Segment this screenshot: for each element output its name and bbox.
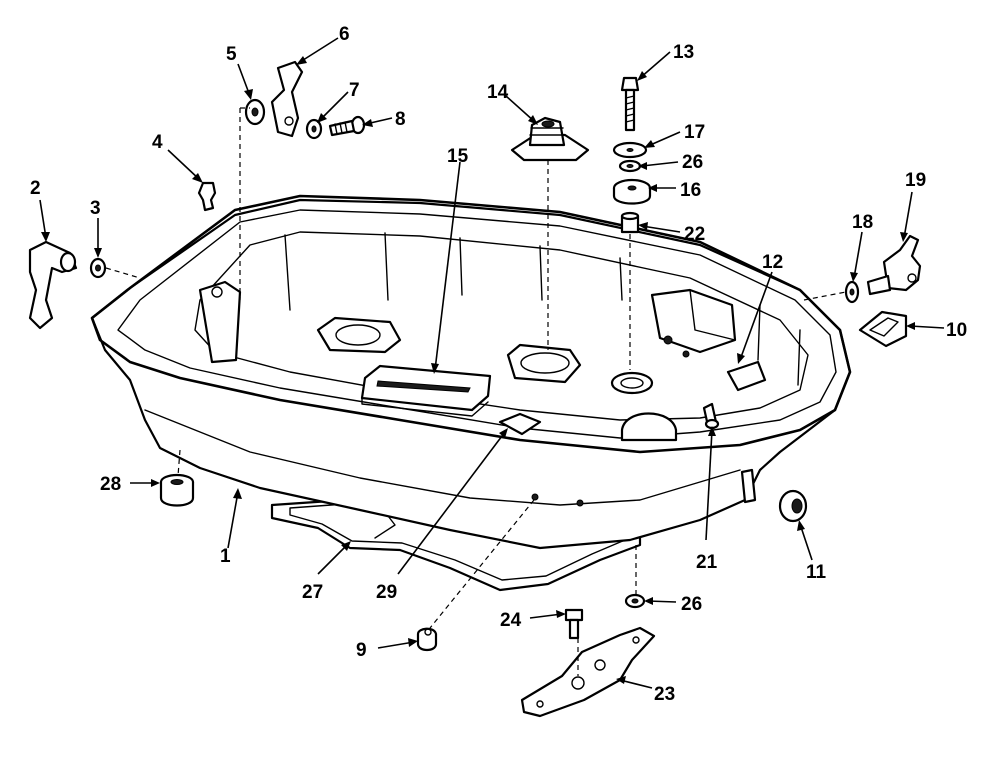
callout-8: 8 <box>395 109 406 130</box>
bolt-part-21 <box>702 402 720 430</box>
washer-part-3 <box>89 257 107 279</box>
callout-24: 24 <box>500 610 522 631</box>
bracket-part-23 <box>520 626 656 718</box>
callout-22: 22 <box>684 224 705 245</box>
screw-part-8 <box>328 115 366 137</box>
leader-lines <box>39 37 945 689</box>
grommet-part-11 <box>778 489 808 523</box>
callout-26-upper: 26 <box>682 152 703 173</box>
callout-labels: 1 2 3 4 5 6 7 8 9 10 11 12 13 14 15 16 1… <box>30 24 967 705</box>
grommet-part-28 <box>159 473 195 507</box>
grommet-part-14 <box>510 116 590 162</box>
bolt-part-24 <box>564 608 584 640</box>
callout-15: 15 <box>447 146 469 167</box>
callout-17: 17 <box>684 122 705 143</box>
callout-13: 13 <box>673 42 694 63</box>
callout-2: 2 <box>30 178 41 199</box>
clip-part-10 <box>858 310 908 348</box>
callout-7: 7 <box>349 80 360 101</box>
callout-28: 28 <box>100 474 121 495</box>
washer-part-5 <box>244 98 266 126</box>
plug-part-9 <box>416 627 438 652</box>
callout-6: 6 <box>339 24 350 45</box>
fitting-part-4 <box>197 181 217 212</box>
callout-1: 1 <box>220 546 231 567</box>
callout-10: 10 <box>946 320 967 341</box>
callout-19: 19 <box>905 170 926 191</box>
latch-plate-part-6 <box>270 60 304 138</box>
callout-23: 23 <box>654 684 675 705</box>
callout-26-lower: 26 <box>681 594 702 615</box>
lever-part-19 <box>866 234 922 296</box>
washer-part-7 <box>305 118 323 140</box>
lever-part-2 <box>28 240 78 330</box>
washer-part-17 <box>612 141 648 159</box>
callout-11: 11 <box>806 562 827 583</box>
callout-14: 14 <box>487 82 509 103</box>
washer-part-26-upper <box>618 159 642 173</box>
callout-5: 5 <box>226 44 237 65</box>
lower-cover-part-1 <box>90 194 852 550</box>
callout-18: 18 <box>852 212 873 233</box>
callout-4: 4 <box>152 132 163 153</box>
callout-29: 29 <box>376 582 397 603</box>
callout-3: 3 <box>90 198 101 219</box>
washer-part-18 <box>844 280 860 304</box>
callout-9: 9 <box>356 640 367 661</box>
bolt-part-13 <box>620 76 640 132</box>
washer-part-26-lower <box>624 593 646 609</box>
callout-12: 12 <box>762 252 783 273</box>
callout-16: 16 <box>680 180 701 201</box>
mount-part-16 <box>612 178 652 205</box>
callout-27: 27 <box>302 582 323 603</box>
callout-21: 21 <box>696 552 718 573</box>
assembly-lines <box>105 107 847 676</box>
spacer-part-22 <box>620 211 640 234</box>
